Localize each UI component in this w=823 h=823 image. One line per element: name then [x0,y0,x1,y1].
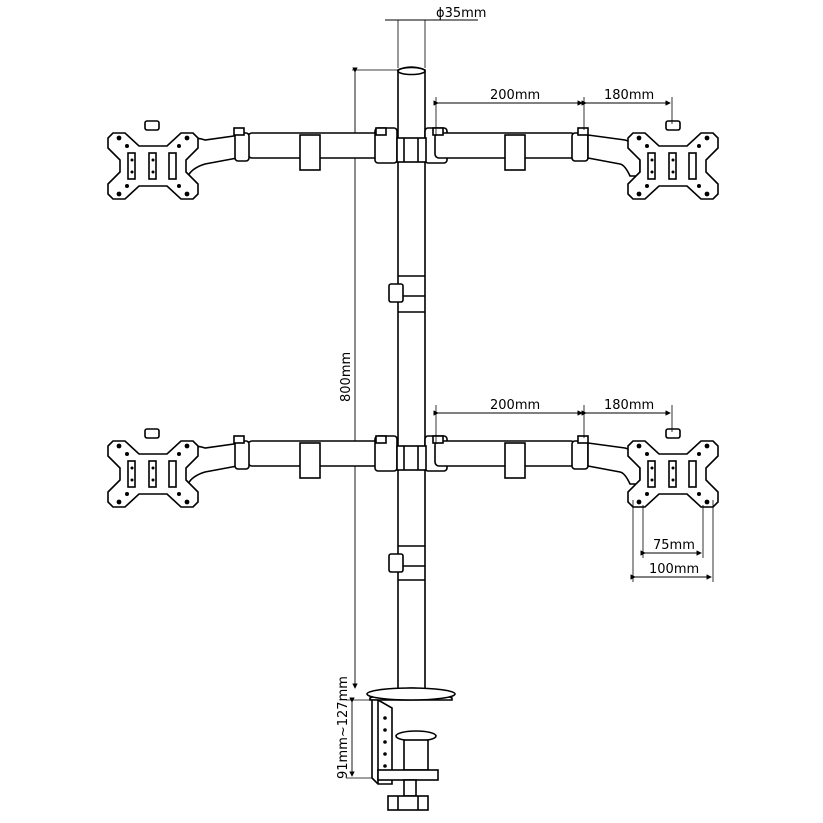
pole-height-label: 800mm [339,352,354,402]
upper-arm-segment-2-label: 180mm [604,88,654,103]
upper-arm-segment-1-label: 200mm [490,88,540,103]
clamp-range-dimension: 91mm~127mm [336,676,372,779]
vesa-dimensions: 75mm 100mm [630,500,714,582]
desk-clamp [366,687,456,811]
lower-arm-segment-1-label: 200mm [490,398,540,413]
pole-diameter-dimension: ϕ35mm [385,6,486,68]
upper-arm-assembly [107,120,719,200]
vesa-small-label: 75mm [653,538,695,553]
pole-diameter-label: ϕ35mm [436,6,486,21]
lower-arm-segment-2-label: 180mm [604,398,654,413]
vesa-large-label: 100mm [649,562,699,577]
lower-arm-dimensions: 200mm 180mm [433,398,673,444]
clamp-range-label: 91mm~127mm [336,676,351,779]
pole [388,66,426,691]
upper-arm-dimensions: 200mm 180mm [433,88,673,136]
pole-height-dimension: 800mm [339,67,398,689]
